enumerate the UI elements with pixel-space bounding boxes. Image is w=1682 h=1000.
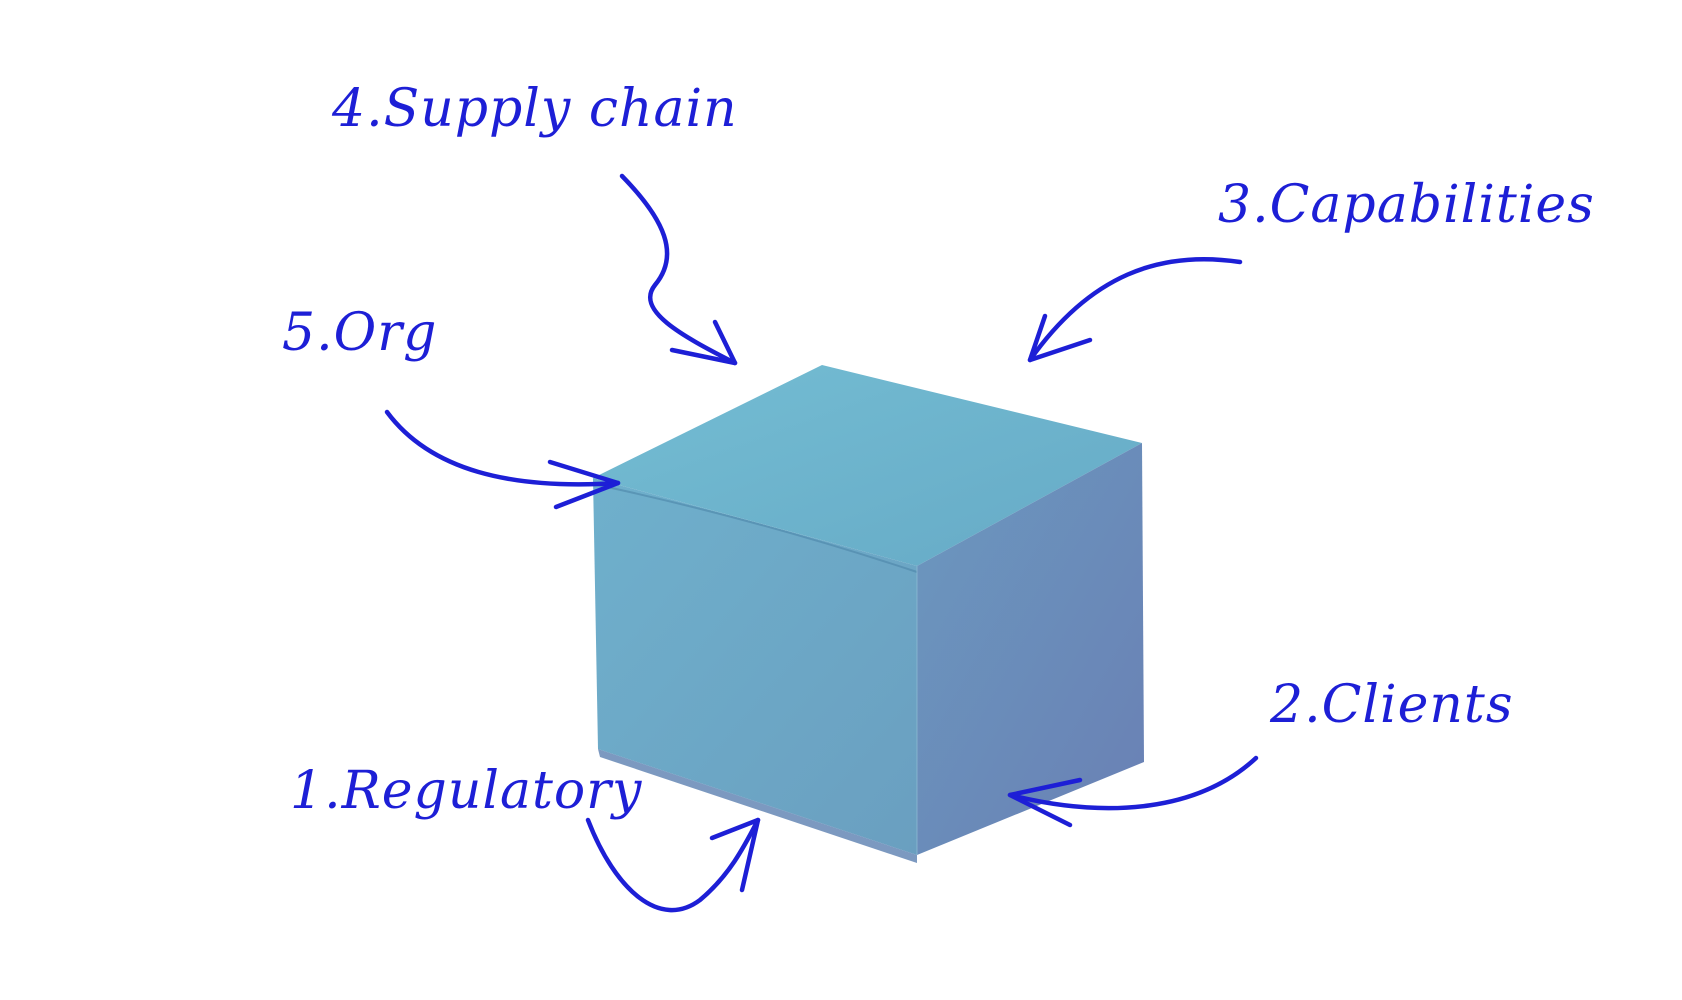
regulatory-arrow (588, 820, 758, 910)
label-clients: 2.Clients (1269, 675, 1514, 735)
label-capabilities: 3.Capabilities (1218, 175, 1595, 235)
label-org: 5.Org (282, 303, 437, 363)
label-supply-chain: 4.Supply chain (331, 79, 738, 139)
capabilities-arrow (1030, 259, 1240, 360)
supply-chain-arrow (622, 176, 735, 363)
label-regulatory: 1.Regulatory (290, 761, 642, 821)
box (593, 365, 1144, 863)
